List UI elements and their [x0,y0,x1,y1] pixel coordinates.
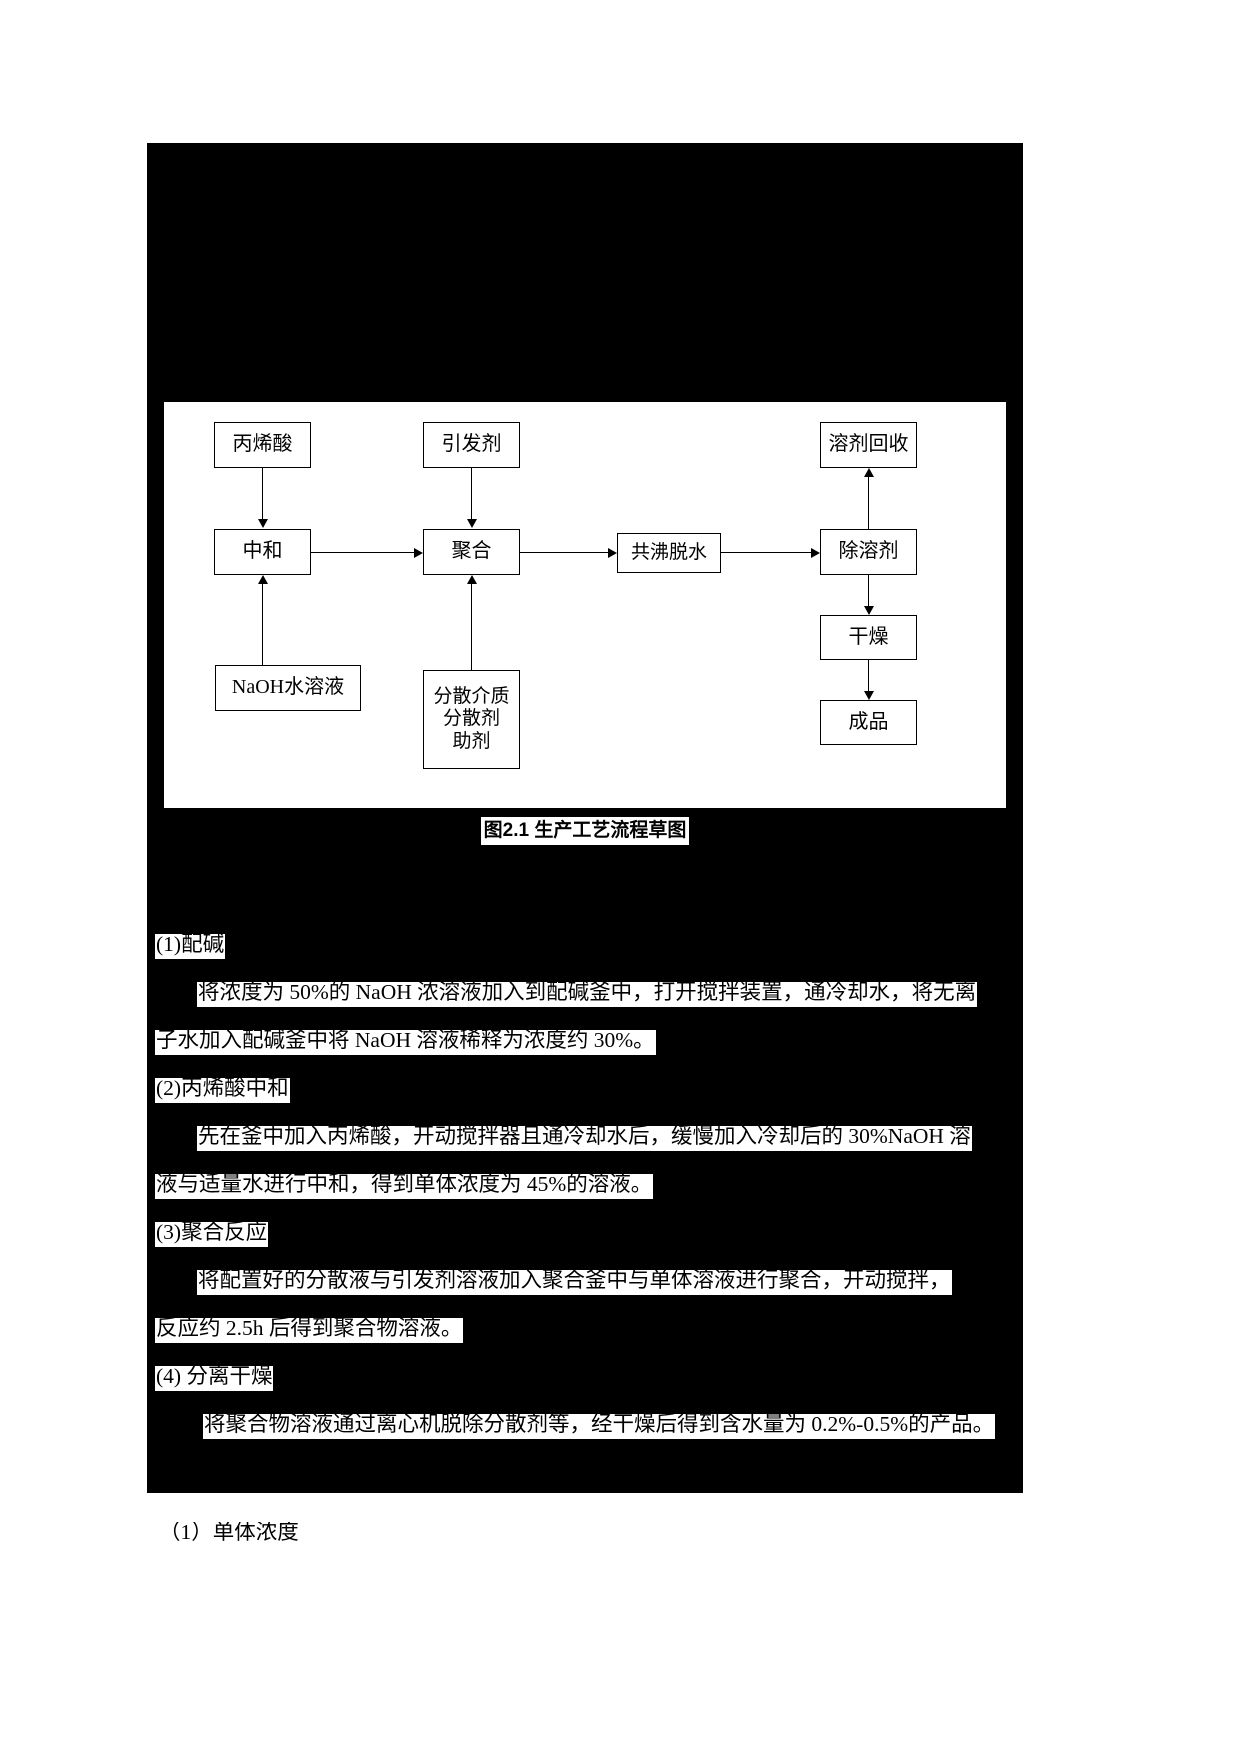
arrowhead-initiator-to-polymerization [466,519,477,528]
section-3-paragraph-line-1-text: 将配置好的分散液与引发剂溶液加入聚合釜中与单体溶液进行聚合，开动搅拌， [197,1270,952,1295]
figure-caption: 图2.1 生产工艺流程草图 [480,816,690,846]
node-dispersant-materials: 分散介质 分散剂 助剂 [423,670,520,769]
section-3-heading-line: (3)聚合反应 [155,1222,1023,1270]
node-acrylic-acid: 丙烯酸 [214,422,311,468]
node-finished-product: 成品 [820,700,917,745]
node-drying: 干燥 [820,615,917,660]
body-text-block: (1)配碱 将浓度为 50%的 NaOH 浓溶液加入到配碱釜中，打开搅拌装置，通… [155,888,1023,1570]
section-2-paragraph-line-1-text: 先在釜中加入丙烯酸，开动搅拌器且通冷却水后，缓慢加入冷却后的 30%NaOH 溶 [197,1126,972,1151]
node-solvent-removal: 除溶剂 [820,529,917,575]
dispersant-line-2: 分散剂 [442,708,500,730]
section-2-paragraph-line-1: 先在釜中加入丙烯酸，开动搅拌器且通冷却水后，缓慢加入冷却后的 30%NaOH 溶 [155,1126,1023,1174]
arrowhead-acrylic-to-neutralization [257,519,268,528]
section-1-heading-line: (1)配碱 [155,934,1023,982]
arrowhead-polymerization-to-dehydration [608,547,617,558]
section-2-heading: (2)丙烯酸中和 [155,1078,290,1103]
spacer-before-section-1 [155,888,1023,934]
connector-solvent-removal-to-recovery [867,477,870,529]
section-1-paragraph-line-2: 子水加入配碱釜中将 NaOH 溶液稀释为浓度约 30%。 [155,1030,1023,1078]
section-4-paragraph-line-1-text: 将聚合物溶液通过离心机脱除分散剂等，经干燥后得到含水量为 0.2%-0.5%的产… [203,1414,996,1439]
node-initiator: 引发剂 [423,422,520,468]
arrowhead-solvent-removal-to-recovery [863,468,874,477]
section-3-paragraph-line-2-text: 反应约 2.5h 后得到聚合物溶液。 [155,1318,464,1343]
section-3-paragraph-line-2: 反应约 2.5h 后得到聚合物溶液。 [155,1318,1023,1366]
section-3-paragraph-line-1: 将配置好的分散液与引发剂溶液加入聚合釜中与单体溶液进行聚合，开动搅拌， [155,1270,1023,1318]
figure-caption-row: 图2.1 生产工艺流程草图 [164,814,1006,848]
arrowhead-solvent-removal-to-drying [863,606,874,615]
spacer-before-section-5 [155,1462,1023,1522]
node-polymerization: 聚合 [423,529,520,575]
section-4-paragraph-line-1: 将聚合物溶液通过离心机脱除分散剂等，经干燥后得到含水量为 0.2%-0.5%的产… [155,1414,1023,1462]
section-4-heading-line: (4) 分离干燥 [155,1366,1023,1414]
arrowhead-neutralization-to-polymerization [414,547,423,558]
connector-dehydration-to-solvent-removal [721,551,813,554]
dispersant-line-1: 分散介质 [433,685,510,707]
section-4-heading: (4) 分离干燥 [155,1366,274,1391]
section-2-heading-line: (2)丙烯酸中和 [155,1078,1023,1126]
connector-solvent-removal-to-drying [867,575,870,607]
section-1-heading: (1)配碱 [155,934,226,959]
node-naoh-solution: NaOH水溶液 [215,665,361,711]
section-1-paragraph-line-1: 将浓度为 50%的 NaOH 浓溶液加入到配碱釜中，打开搅拌装置，通冷却水，将无… [155,982,1023,1030]
section-3-heading: (3)聚合反应 [155,1222,269,1247]
section-5-heading: （1）单体浓度 [158,1522,300,1547]
arrowhead-dehydration-to-solvent-removal [811,547,820,558]
arrowhead-naoh-to-neutralization [257,575,268,584]
process-flow-diagram: 丙烯酸 引发剂 溶剂回收 中和 聚合 共沸脱水 除溶剂 干燥 NaOH水溶液 分… [164,402,1006,808]
section-2-paragraph-line-2-text: 液与适量水进行中和，得到单体浓度为 45%的溶液。 [155,1174,654,1199]
connector-acrylic-to-neutralization [261,468,264,520]
arrowhead-dispersant-to-polymerization [466,575,477,584]
connector-polymerization-to-dehydration [520,551,609,554]
node-solvent-recovery: 溶剂回收 [820,422,917,468]
dispersant-line-3: 助剂 [452,730,491,752]
connector-dispersant-to-polymerization [470,584,473,671]
connector-naoh-to-neutralization [261,584,264,666]
arrowhead-drying-to-product [863,691,874,700]
section-1-paragraph-line-2-text: 子水加入配碱釜中将 NaOH 溶液稀释为浓度约 30%。 [155,1030,656,1055]
connector-initiator-to-polymerization [470,468,473,520]
section-1-paragraph-line-1-text: 将浓度为 50%的 NaOH 浓溶液加入到配碱釜中，打开搅拌装置，通冷却水，将无… [197,982,978,1007]
section-5-heading-line: （1）单体浓度 [155,1522,1023,1570]
node-azeotropic-dehydration: 共沸脱水 [617,533,721,573]
connector-drying-to-product [867,660,870,692]
node-neutralization: 中和 [214,529,311,575]
section-2-paragraph-line-2: 液与适量水进行中和，得到单体浓度为 45%的溶液。 [155,1174,1023,1222]
connector-neutralization-to-polymerization [311,551,416,554]
